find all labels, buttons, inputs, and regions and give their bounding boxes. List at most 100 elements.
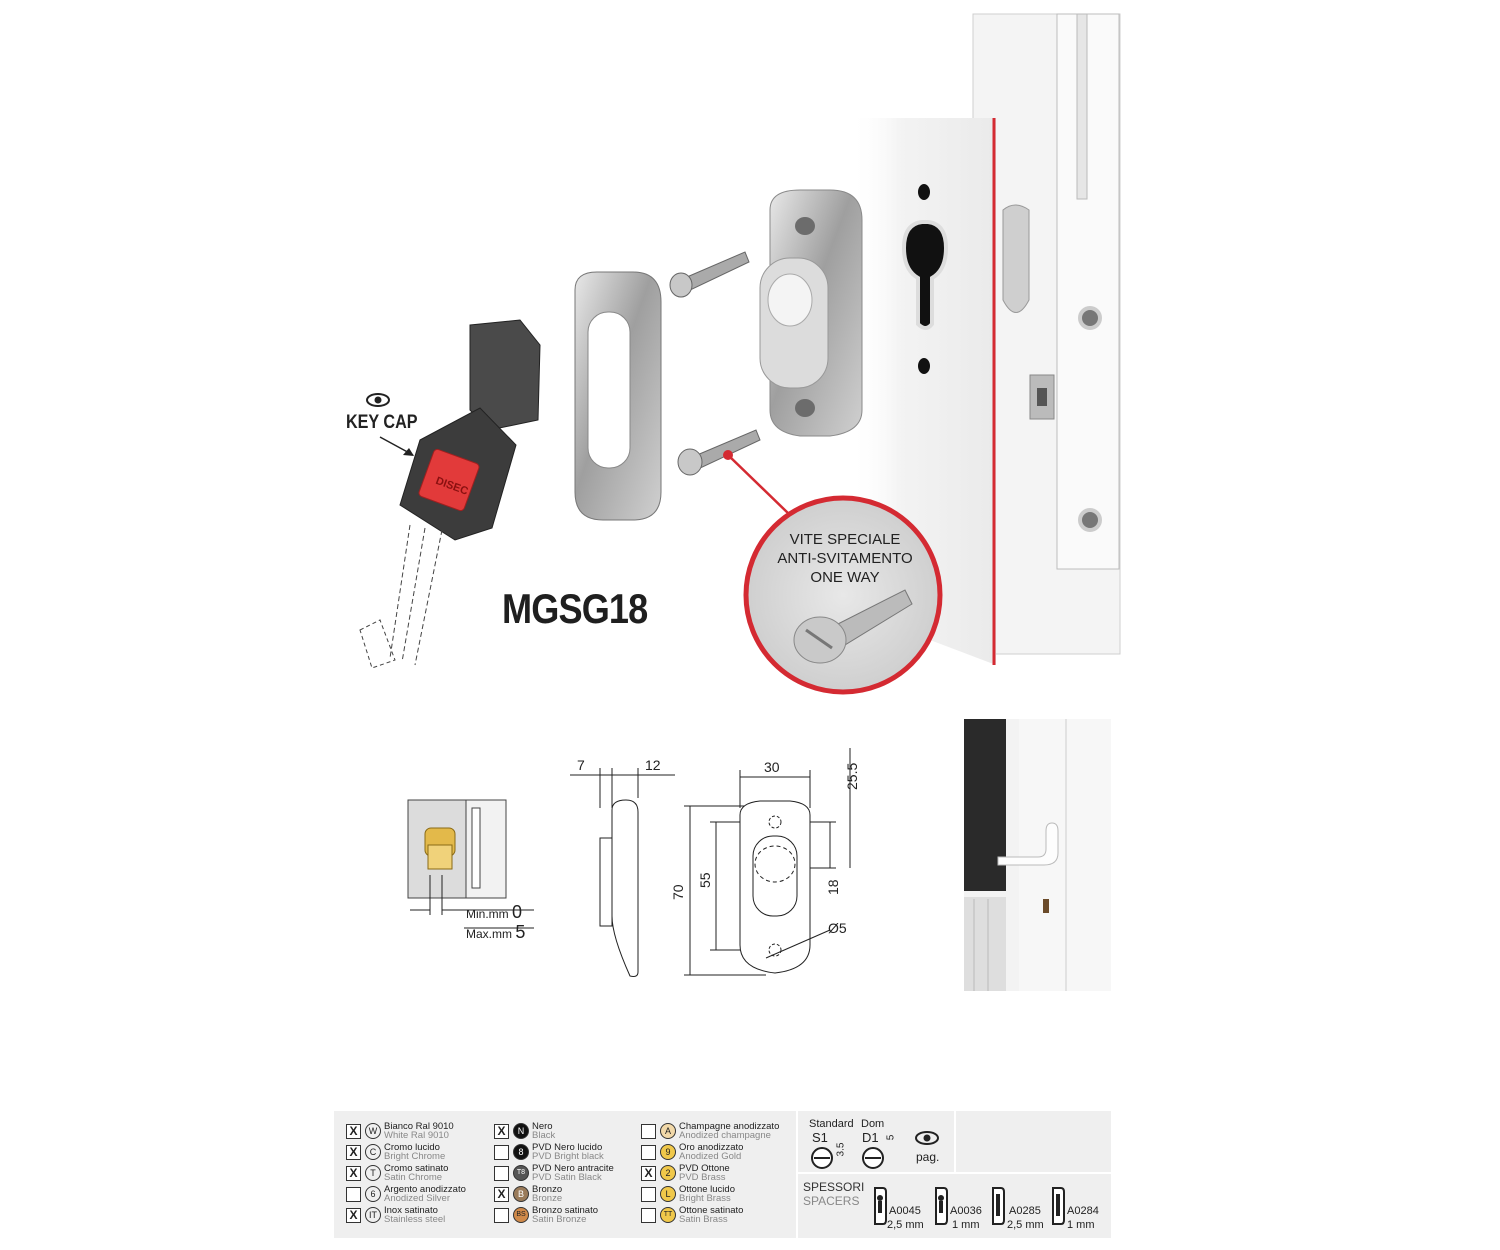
finish-checkbox[interactable] <box>494 1145 509 1160</box>
spacer-2-size: 1 mm <box>952 1219 980 1231</box>
finish-name-it: Cromo lucido <box>384 1142 440 1153</box>
spacer-4-size: 1 mm <box>1067 1219 1095 1231</box>
finish-name-it: PVD Nero antracite <box>532 1163 614 1174</box>
eye-icon <box>366 393 390 407</box>
dim-25-5: 25.5 <box>844 763 860 790</box>
finish-checkbox[interactable]: X <box>494 1187 509 1202</box>
finish-checkbox[interactable] <box>346 1187 361 1202</box>
finish-code-badge: C <box>365 1144 381 1160</box>
finish-checkbox[interactable]: X <box>494 1124 509 1139</box>
finish-name-en: Satin Bronze <box>532 1214 587 1225</box>
spacer-1-size: 2,5 mm <box>887 1219 924 1231</box>
mounting-dom-label: Dom <box>861 1118 885 1130</box>
finish-checkbox[interactable] <box>494 1166 509 1181</box>
finish-name-en: Anodized Silver <box>384 1193 451 1204</box>
finish-checkbox[interactable]: X <box>346 1166 361 1181</box>
cylinder-projection-diagram <box>407 799 534 929</box>
screw-callout-text: VITE SPECIALE ANTI-SVITAMENTO ONE WAY <box>745 530 945 587</box>
spacers-title-it: SPESSORI <box>803 1180 865 1194</box>
spacer-3-size: 2,5 mm <box>1007 1219 1044 1231</box>
finish-checkbox[interactable]: X <box>346 1124 361 1139</box>
finish-name-it: Champagne anodizzato <box>679 1121 780 1132</box>
finish-name-en: PVD Brass <box>679 1172 726 1183</box>
door-frame <box>972 13 1121 655</box>
finish-code-badge: TT <box>660 1207 676 1223</box>
finish-code-badge: 2 <box>660 1165 676 1181</box>
dim-12: 12 <box>645 757 661 773</box>
finish-checkbox[interactable]: X <box>346 1208 361 1223</box>
keycap-label: KEY CAP <box>346 412 418 433</box>
spacer-2-code: A0036 <box>950 1205 982 1217</box>
finish-name-it: Bianco Ral 9010 <box>384 1121 454 1132</box>
spacers-title-en: SPACERS <box>803 1194 860 1208</box>
finish-code-badge: BS <box>513 1207 529 1223</box>
finish-code-badge: N <box>513 1123 529 1139</box>
spacer-1-code: A0045 <box>889 1205 921 1217</box>
front-view-drawing: 30 25.5 70 55 18 Ø5 <box>670 748 860 976</box>
finish-code-badge: 9 <box>660 1144 676 1160</box>
finish-name-en: PVD Bright black <box>532 1151 604 1162</box>
finish-name-it: Argento anodizzato <box>384 1184 466 1195</box>
finish-checkbox[interactable] <box>641 1145 656 1160</box>
max-label: Max.mm <box>466 927 512 941</box>
finish-checkbox[interactable] <box>641 1208 656 1223</box>
finish-name-en: Black <box>532 1130 556 1141</box>
finish-checkbox[interactable] <box>494 1208 509 1223</box>
spacer-icon-3 <box>992 1187 1005 1225</box>
finish-code-badge: IT <box>365 1207 381 1223</box>
finish-name-it: Ottone lucido <box>679 1184 735 1195</box>
finish-name-it: Bronzo satinato <box>532 1205 599 1216</box>
min-label: Min.mm <box>466 907 509 921</box>
finish-code-badge: A <box>660 1123 676 1139</box>
finish-name-it: Inox satinato <box>384 1205 438 1216</box>
dim-7: 7 <box>577 757 585 773</box>
mounting-d1-label: D1 <box>862 1130 879 1145</box>
finish-checkbox[interactable]: X <box>346 1145 361 1160</box>
dim-55: 55 <box>697 872 713 888</box>
spacer-3-code: A0285 <box>1009 1205 1041 1217</box>
exploded-view-illustration: DISEC <box>359 13 1121 695</box>
pag-eye-icon[interactable] <box>914 1130 940 1151</box>
finish-checkbox[interactable]: X <box>641 1166 656 1181</box>
finish-name-en: Satin Chrome <box>384 1172 443 1183</box>
finish-name-en: White Ral 9010 <box>384 1130 449 1141</box>
finish-name-it: Cromo satinato <box>384 1163 449 1174</box>
finish-name-it: Bronzo <box>532 1184 563 1195</box>
callout-line-2: ANTI-SVITAMENTO <box>777 550 913 567</box>
finish-name-en: Bright Brass <box>679 1193 731 1204</box>
max-value: 5 <box>515 922 526 942</box>
spacer-icon-1 <box>874 1187 887 1225</box>
mounting-screw-icons <box>811 1147 884 1169</box>
max-thickness-label: Max.mm 5 <box>466 922 525 943</box>
finish-code-badge: 8 <box>513 1144 529 1160</box>
finish-name-it: PVD Nero lucido <box>532 1142 603 1153</box>
finish-code-badge: T <box>365 1165 381 1181</box>
finish-name-en: Satin Brass <box>679 1214 728 1225</box>
finish-checkbox[interactable] <box>641 1124 656 1139</box>
finish-code-badge: 6 <box>365 1186 381 1202</box>
finish-name-it: Oro anodizzato <box>679 1142 744 1153</box>
callout-line-3: ONE WAY <box>810 569 880 586</box>
finish-checkbox[interactable] <box>641 1187 656 1202</box>
finish-name-en: Anodized Gold <box>679 1151 742 1162</box>
finish-code-badge: T8 <box>513 1165 529 1181</box>
spacer-icon-2 <box>935 1187 948 1225</box>
